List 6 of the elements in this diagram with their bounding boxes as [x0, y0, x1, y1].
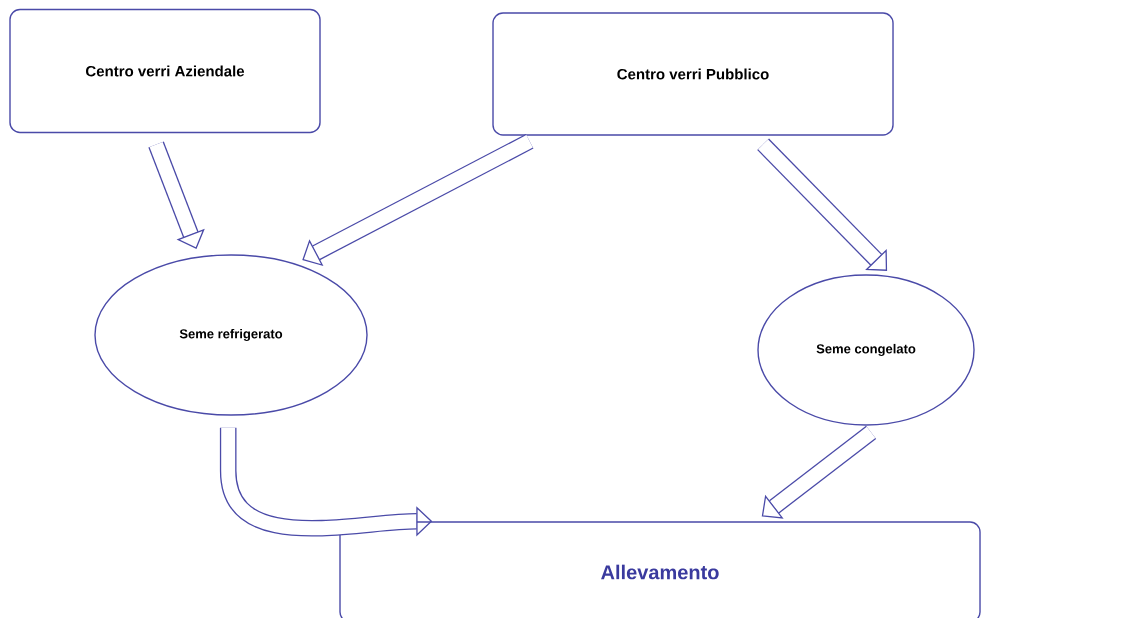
hollow-arrow [761, 425, 877, 519]
hollow-arrow [757, 138, 888, 271]
hollow-arrow [302, 133, 534, 267]
source-box: Centro verri Pubblico [492, 12, 894, 136]
source-box: Centro verri Aziendale [9, 8, 321, 134]
destination-box: Allevamento [339, 521, 981, 618]
